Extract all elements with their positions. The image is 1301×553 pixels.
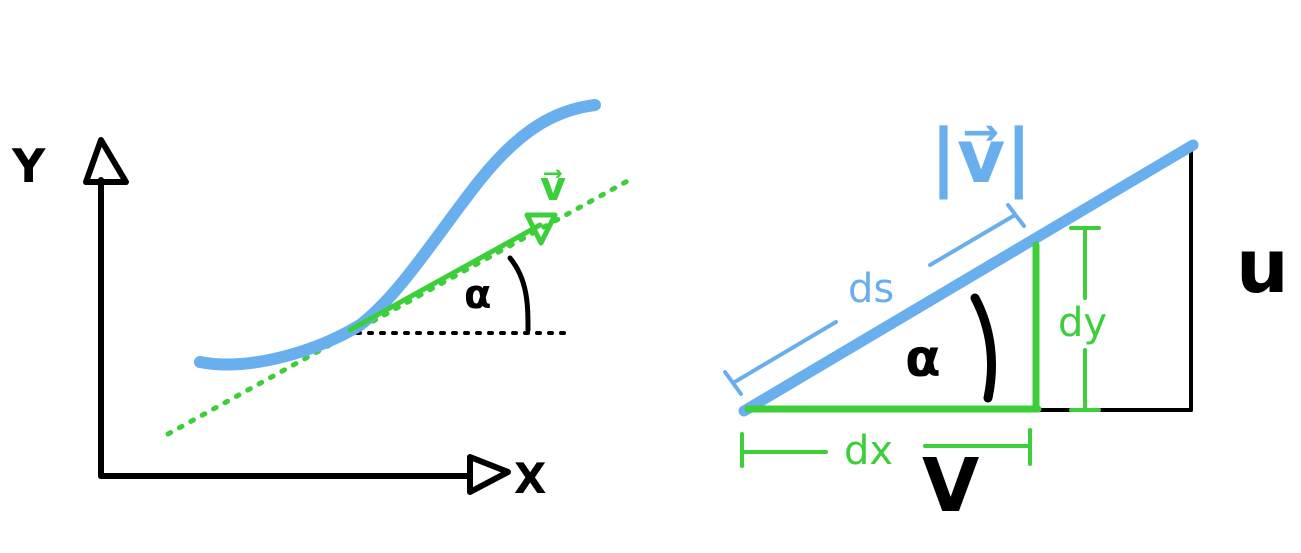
left-diagram: Y X v⃗ α	[11, 99, 636, 503]
x-axis-label: X	[514, 454, 546, 503]
y-axis-arrowhead	[83, 137, 129, 185]
ds-label: ds	[848, 266, 894, 312]
ds-dimension: ds	[723, 203, 1026, 396]
x-axis-arrowhead	[467, 454, 511, 495]
y-axis-label: Y	[11, 139, 46, 193]
angle-label-left: α	[464, 272, 491, 318]
right-diagram: |v⃗| ds dx dy α u V	[723, 114, 1289, 529]
angle-arc	[507, 255, 531, 333]
dx-label: dx	[844, 428, 893, 474]
u-label: u	[1236, 224, 1289, 310]
angle-arc-right	[970, 293, 996, 403]
magnitude-label: |v⃗|	[930, 114, 1032, 200]
ds-dimension-line-lower	[731, 320, 838, 385]
angle-label-right: α	[905, 329, 941, 389]
dy-dimension: dy	[1058, 226, 1107, 412]
dy-label: dy	[1058, 300, 1107, 346]
ds-tick-left	[723, 370, 743, 396]
velocity-vector-label: v⃗	[540, 164, 566, 210]
dx-dimension: dx	[740, 428, 1032, 474]
velocity-vector-arrowhead	[524, 212, 558, 246]
v-label: V	[922, 443, 979, 529]
ds-tick-right	[1006, 203, 1026, 228]
ds-dimension-line-upper	[928, 213, 1017, 267]
velocity-vector-line	[347, 222, 543, 333]
tangent-dotted-line	[165, 175, 636, 437]
blue-curve	[194, 99, 601, 371]
hypotenuse-line	[738, 139, 1199, 417]
